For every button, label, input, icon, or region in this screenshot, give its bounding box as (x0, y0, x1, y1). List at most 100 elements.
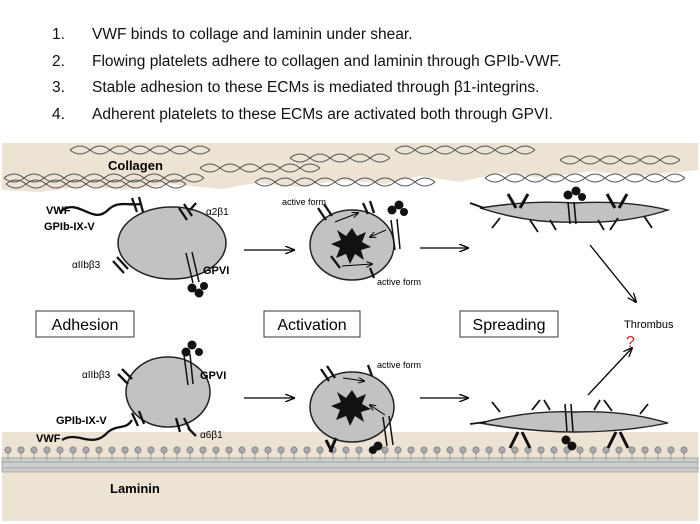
laminin-pin-head (576, 446, 584, 454)
laminin-pin-head (17, 446, 25, 454)
laminin-pin-head (602, 446, 610, 454)
collagen-fibres (3, 145, 686, 189)
laminin-pin-head (511, 446, 519, 454)
step-number: 1. (52, 26, 65, 43)
a2b1-label: α2β1 (206, 207, 229, 218)
laminin-pin-head (212, 446, 220, 454)
laminin-pin-head (4, 446, 12, 454)
adhesion-box (35, 310, 135, 338)
stage-spreading-label: Spreading (473, 317, 546, 334)
laminin-pin-head (615, 446, 623, 454)
laminin-layer (1, 446, 699, 473)
thrombus-question-mark: ? (626, 334, 635, 351)
laminin-pin-head (147, 446, 155, 454)
laminin-pin-head (589, 446, 597, 454)
step-3: 3. Stable adhesion to these ECMs is media… (40, 75, 562, 102)
active-form-label: active form (377, 360, 421, 370)
laminin-pin-head (537, 446, 545, 454)
platelet-activation-collagen (309, 200, 408, 281)
laminin-pin-head (641, 446, 649, 454)
laminin-pin-head (56, 446, 64, 454)
step-text: VWF binds to collage and laminin under s… (92, 26, 413, 43)
laminin-label: Laminin (110, 481, 160, 496)
a6b1-label: α6β1 (200, 430, 223, 441)
gpvi-label: GPVI (203, 265, 229, 277)
laminin-pin-head (446, 446, 454, 454)
step-number: 4. (52, 105, 65, 123)
laminin-pin-head (108, 446, 116, 454)
step-text: Adherent platelets to these ECMs are act… (92, 105, 553, 123)
activation-box (263, 310, 361, 338)
aiib3-label: αIIbβ3 (82, 370, 111, 381)
step-number: 2. (52, 52, 65, 70)
laminin-pin-head (433, 446, 441, 454)
laminin-pin-head (199, 446, 207, 454)
step-1: 1. VWF binds to collage and laminin under… (40, 22, 562, 49)
laminin-pin-head (69, 446, 77, 454)
laminin-pin-head (472, 446, 480, 454)
a2b1-receptor (178, 202, 197, 221)
laminin-pin-head (82, 446, 90, 454)
laminin-pin-head (628, 446, 636, 454)
laminin-pin-head (342, 446, 350, 454)
platelet-spreading-laminin (469, 399, 669, 451)
step-text: Flowing platelets adhere to collagen and… (92, 52, 562, 70)
laminin-pin-head (420, 446, 428, 454)
thrombus-label: Thrombus (624, 319, 674, 331)
spreading-box (459, 310, 559, 338)
active-form-label: active form (282, 197, 326, 207)
laminin-pin-head (303, 446, 311, 454)
platelet-spreading-collagen (469, 186, 671, 233)
flow-arrows (244, 245, 636, 398)
laminin-pin-head (654, 446, 662, 454)
laminin-pin-head (355, 446, 363, 454)
step-2: 2. Flowing platelets adhere to collagen a… (40, 49, 562, 76)
laminin-pin-head (238, 446, 246, 454)
gpvi-receptor (185, 251, 200, 284)
laminin-pin-head (186, 446, 194, 454)
laminin-pin-head (121, 446, 129, 454)
laminin-pin-head (173, 446, 181, 454)
laminin-pin-head (30, 446, 38, 454)
step-text: Stable adhesion to these ECMs is mediate… (92, 79, 540, 96)
laminin-pin-head (316, 446, 324, 454)
laminin-pin-head (394, 446, 402, 454)
stage-activation-label: Activation (277, 317, 346, 334)
laminin-pin-head (290, 446, 298, 454)
gpvi-label: GPVI (200, 370, 226, 382)
vwf-label: VWF (46, 205, 71, 217)
step-list: 1. VWF binds to collage and laminin under… (40, 22, 562, 128)
vwf-label: VWF (36, 433, 61, 445)
vwf-strand (59, 202, 143, 216)
laminin-pin-head (550, 446, 558, 454)
laminin-pin-head (225, 446, 233, 454)
laminin-pin-head (667, 446, 675, 454)
platelet-adhesion-collagen (59, 196, 227, 298)
step-4: 4. Adherent platelets to these ECMs are a… (40, 102, 562, 129)
step-number: 3. (52, 79, 65, 96)
platelet-activation-laminin (309, 364, 395, 454)
active-form-label: active form (377, 277, 421, 287)
laminin-pin-head (381, 446, 389, 454)
laminin-pin-head (160, 446, 168, 454)
laminin-pin-head (95, 446, 103, 454)
laminin-pin-head (498, 446, 506, 454)
laminin-pin-head (459, 446, 467, 454)
gpib-label: GPIb-IX-V (56, 415, 107, 427)
stage-adhesion-label: Adhesion (52, 317, 119, 334)
gpib-label: GPIb-IX-V (44, 221, 95, 233)
laminin-pin-head (251, 446, 259, 454)
laminin-pin-head (485, 446, 493, 454)
laminin-pin-head (43, 446, 51, 454)
aiib3-receptor (112, 256, 129, 274)
laminin-pin-head (407, 446, 415, 454)
laminin-pin-head (680, 446, 688, 454)
laminin-pin-head (134, 446, 142, 454)
laminin-pin-head (264, 446, 272, 454)
gpib-receptor (130, 196, 145, 213)
aiib3-label: αIIbβ3 (72, 260, 101, 271)
collagen-label: Collagen (108, 158, 163, 173)
laminin-pin-head (277, 446, 285, 454)
